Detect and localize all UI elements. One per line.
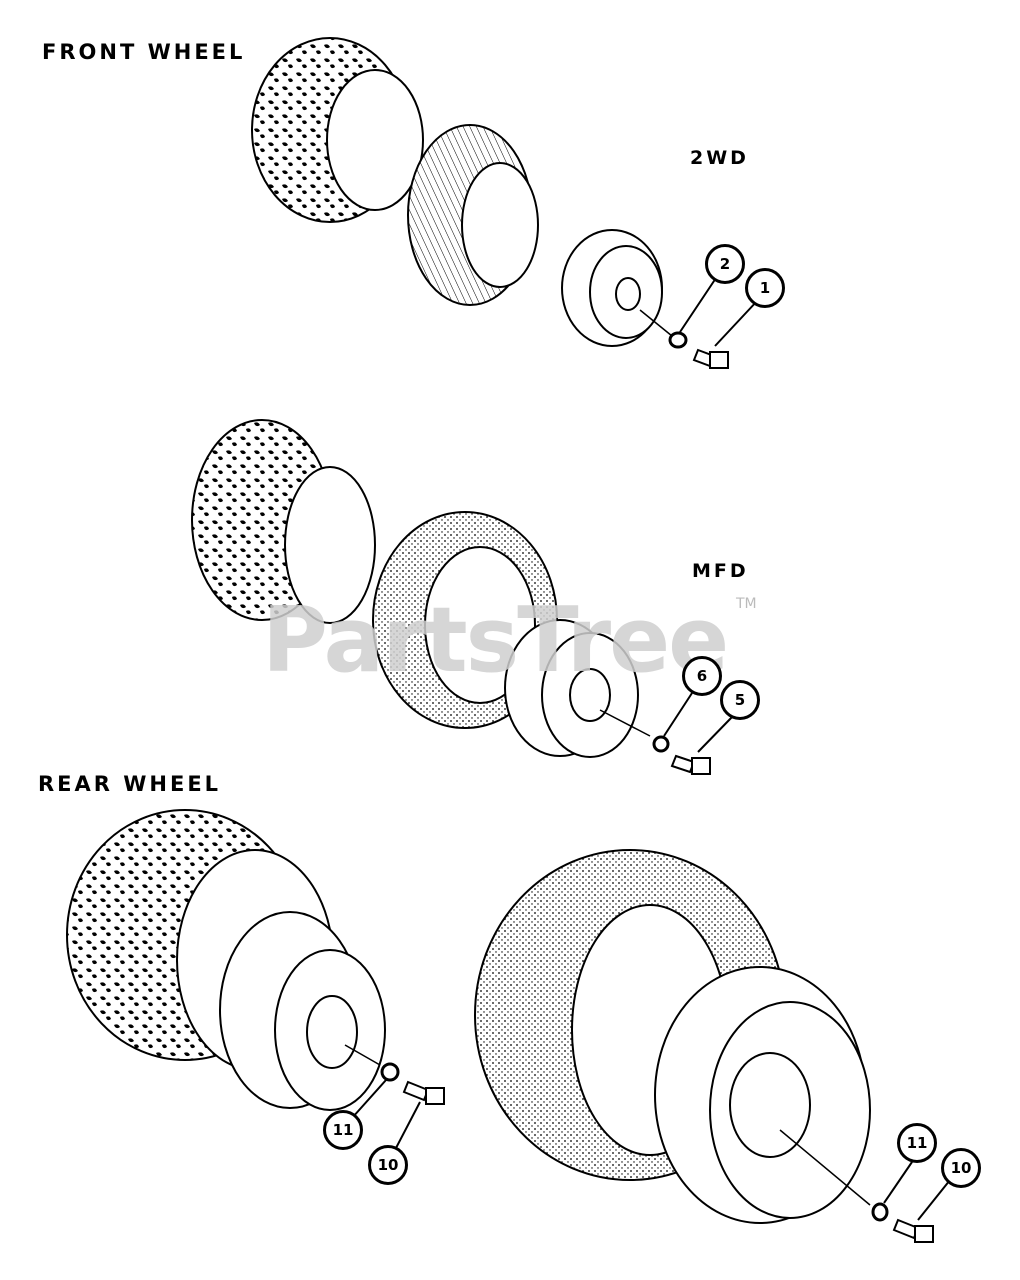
washer-6 [652, 689, 695, 753]
callout-2[interactable]: 2 [705, 244, 745, 284]
callout-11-left[interactable]: 11 [323, 1110, 363, 1150]
callout-6[interactable]: 6 [682, 656, 722, 696]
callout-11-right[interactable]: 11 [897, 1123, 937, 1163]
config-label-2wd: 2WD [690, 147, 749, 169]
washer-2 [668, 277, 717, 349]
rear-rim-right [654, 966, 871, 1224]
washer-11-right [871, 1161, 913, 1222]
bolt-1 [692, 299, 759, 369]
section-title-front-wheel: FRONT WHEEL [42, 40, 246, 64]
front-turf-tire [251, 37, 424, 223]
bolt-5 [670, 715, 734, 775]
watermark-logo: PartsTree [262, 588, 729, 693]
section-title-rear-wheel: REAR WHEEL [38, 772, 222, 796]
rear-rim-left [219, 911, 386, 1111]
callout-1[interactable]: 1 [745, 268, 785, 308]
config-label-mfd: MFD [692, 560, 749, 582]
callout-10-left[interactable]: 10 [368, 1145, 408, 1185]
callout-5[interactable]: 5 [720, 680, 760, 720]
mfd-rim [504, 619, 651, 758]
washer-11-left [351, 1062, 400, 1119]
bolt-10-right [892, 1179, 951, 1243]
bolt-10-left [395, 1080, 445, 1149]
watermark-trademark: TM [736, 596, 757, 612]
mfd-turf-tire [191, 419, 376, 624]
front-rim-2wd [561, 229, 673, 347]
front-ribbed-tire [407, 124, 539, 306]
callout-10-right[interactable]: 10 [941, 1148, 981, 1188]
